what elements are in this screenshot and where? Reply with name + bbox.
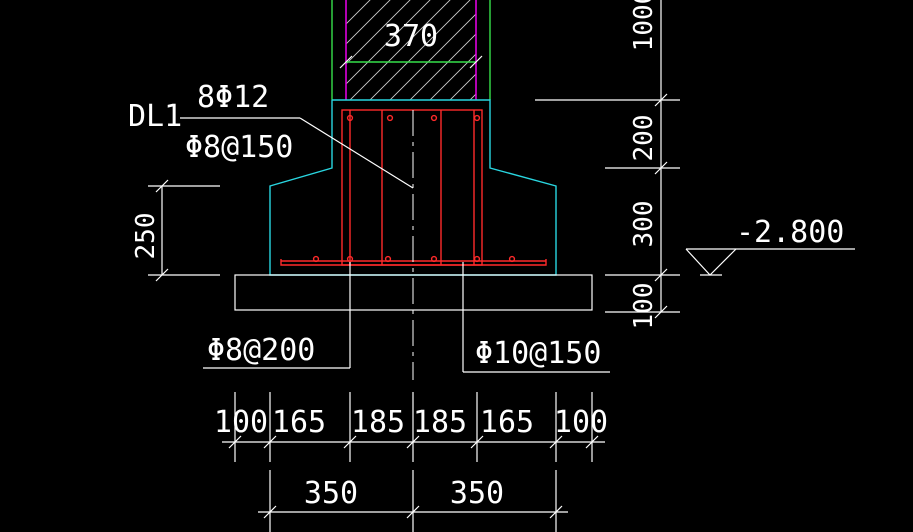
right-dim-2: 300 (629, 201, 659, 248)
h-dim-1: 165 (272, 405, 326, 440)
rebar-cage (280, 109, 547, 266)
horizontal-dimension-row-2: 350 350 (258, 470, 568, 532)
bottom-rebar-left-label: Φ8@200 (207, 333, 315, 368)
h-dim-bottom-1: 350 (450, 476, 504, 511)
elevation-label: -2.800 (736, 215, 844, 250)
left-dim-value: 250 (131, 213, 161, 260)
bottom-bar (280, 259, 547, 266)
stirrup-label: Φ8@150 (185, 130, 293, 165)
right-dim-1: 200 (629, 115, 659, 162)
horizontal-dimension-row-1: 100 165 185 185 165 100 (214, 392, 608, 462)
bottom-rebar-callouts: Φ8@200 Φ10@150 (203, 262, 610, 373)
wall-hatching (346, 0, 476, 100)
top-rebar-label: 8Φ12 (197, 80, 269, 115)
wall: 370 (331, 0, 491, 100)
right-dim-0: 1000 (629, 0, 659, 51)
beam-label: DL1 (128, 99, 182, 134)
bottom-rebar-right-label: Φ10@150 (475, 336, 601, 371)
h-dim-3: 185 (413, 405, 467, 440)
h-dim-4: 165 (480, 405, 534, 440)
h-dim-bottom-0: 350 (304, 476, 358, 511)
h-dim-0: 100 (214, 405, 268, 440)
h-dim-2: 185 (351, 405, 405, 440)
right-dimension-chain: 1000 200 300 100 (535, 0, 680, 329)
wall-width-label: 370 (384, 19, 438, 54)
beam-callout: DL1 8Φ12 Φ8@150 (128, 80, 414, 189)
h-dim-5: 100 (554, 405, 608, 440)
elevation-marker: -2.800 (685, 215, 855, 276)
right-dim-3: 100 (629, 283, 659, 330)
left-dimension: 250 (131, 179, 220, 282)
